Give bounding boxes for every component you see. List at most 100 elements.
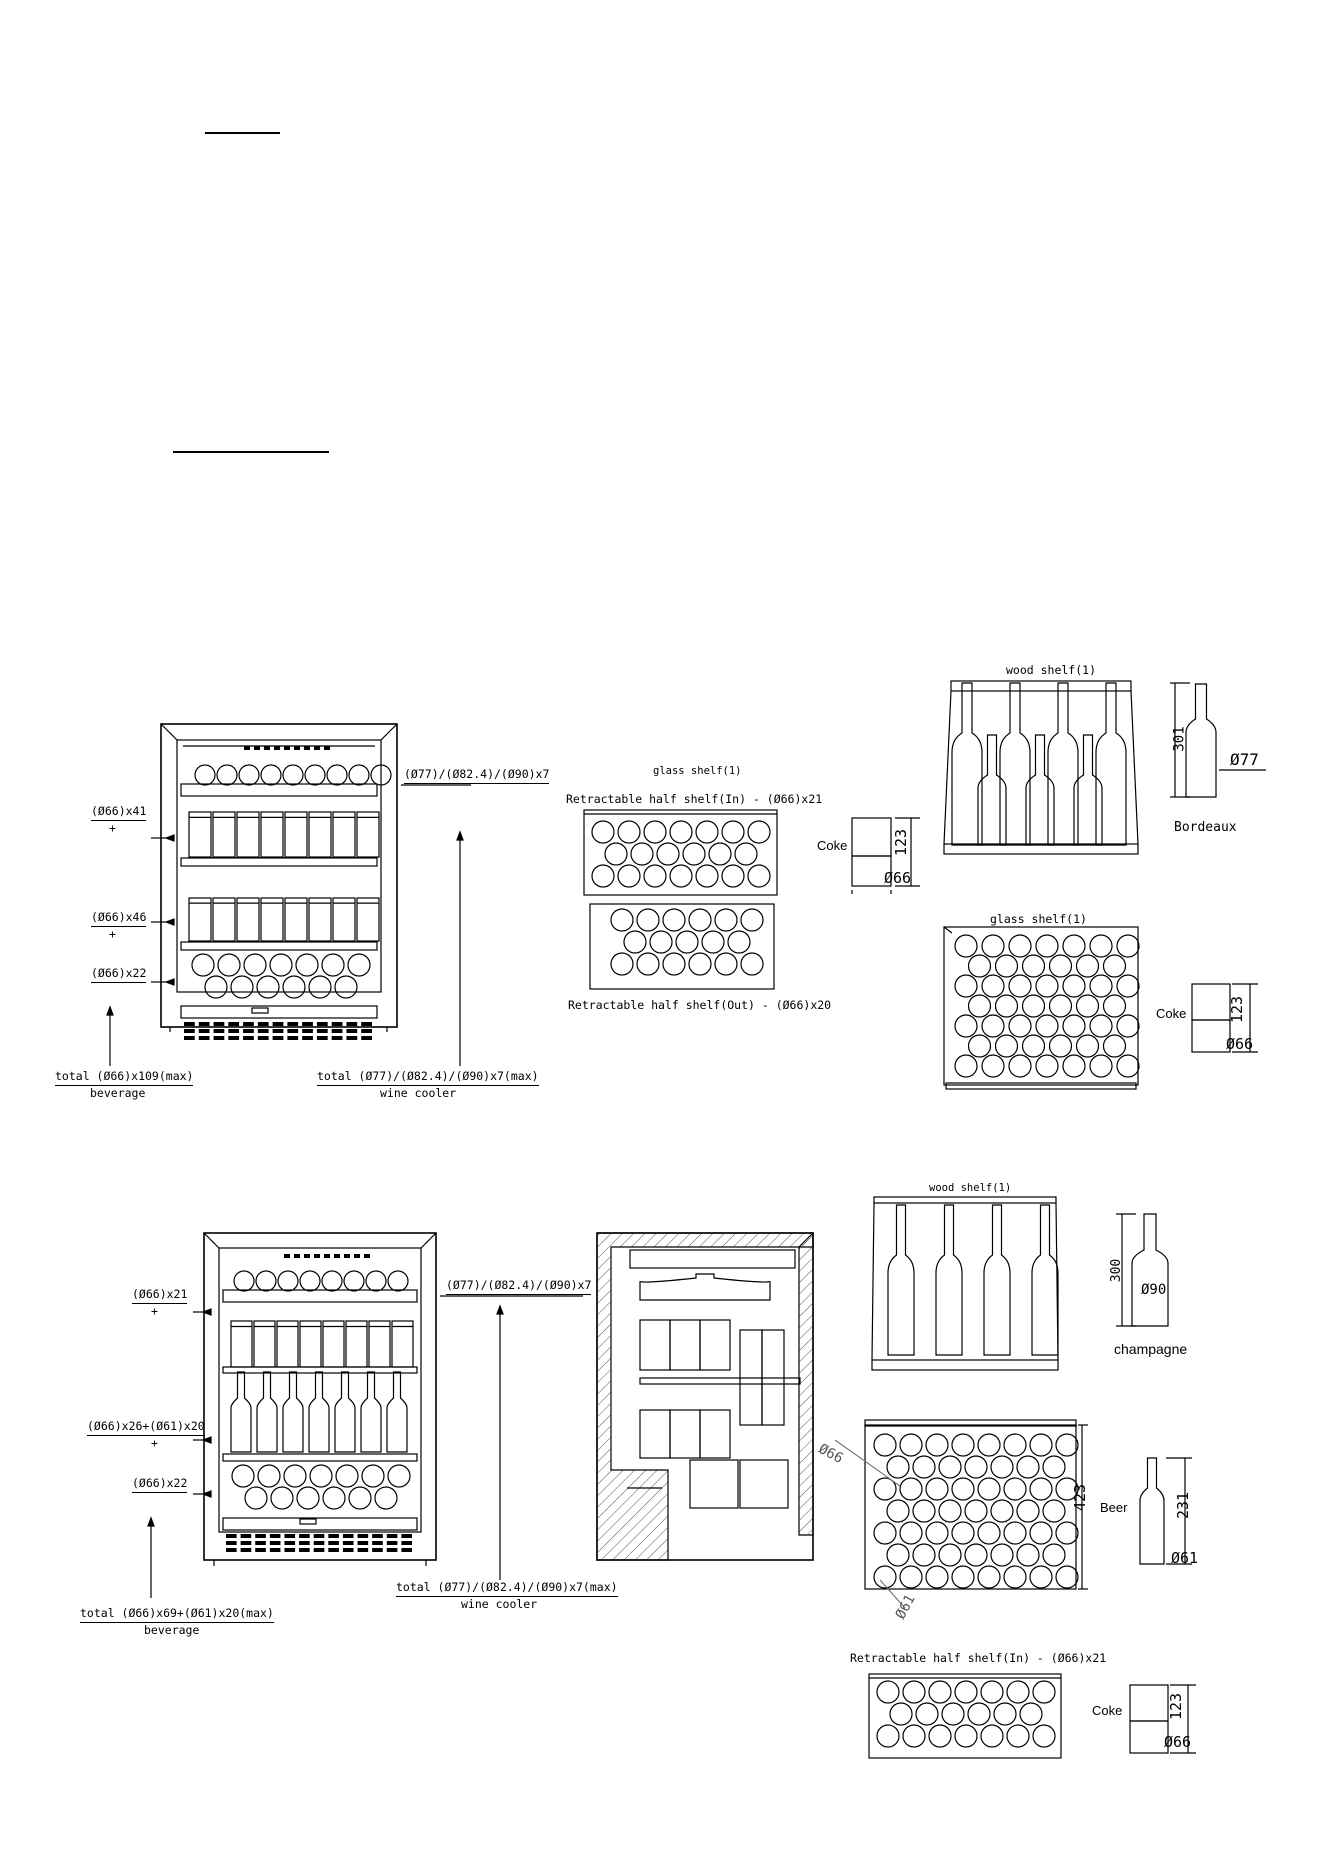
a-glass2-can — [1062, 934, 1086, 958]
b-wood-left-edge — [871, 1202, 875, 1361]
a-control-button — [324, 746, 330, 750]
b-bottom-can-end — [374, 1486, 398, 1510]
b-vent — [284, 1548, 296, 1552]
a-control-button — [294, 746, 300, 750]
b-half-in-can — [1006, 1724, 1030, 1748]
a-wine-caption: wine cooler — [380, 1086, 457, 1100]
a-control-button — [254, 746, 260, 750]
a-vent — [361, 1036, 372, 1040]
b-glass-rail — [864, 1419, 1077, 1427]
a-bordeaux-bottle — [1185, 683, 1217, 798]
b-glass-can — [1003, 1565, 1027, 1589]
b-glass-can — [938, 1543, 962, 1567]
a-control-button — [304, 746, 310, 750]
a-vent — [331, 1029, 343, 1033]
b-half-in-can — [902, 1724, 926, 1748]
a-vent — [302, 1022, 313, 1026]
a-half-out-can — [662, 952, 686, 976]
b-vent — [284, 1541, 296, 1545]
a-vent — [257, 1022, 269, 1026]
a-glass2-shelf — [943, 926, 1139, 1086]
b-glass-can — [990, 1543, 1014, 1567]
b-half-in-can — [928, 1680, 952, 1704]
a-coke2-bottom — [1191, 1019, 1231, 1053]
a-can-row1 — [308, 811, 332, 858]
a-glass2-can — [1008, 974, 1032, 998]
a-top-bottle-end — [194, 764, 216, 786]
a-glass2-can — [1021, 954, 1046, 978]
a-half-in-can — [643, 820, 667, 844]
a-glass2-can — [1102, 1034, 1127, 1058]
b-fridge-corner-tl — [203, 1232, 220, 1249]
b-shelf-height: 423 — [1071, 1483, 1090, 1512]
b-glass-can — [886, 1499, 910, 1523]
a-half-in-can — [721, 864, 745, 888]
b-shelf-rail-1 — [222, 1289, 418, 1303]
a-bottom-can-end — [334, 975, 358, 999]
b-glass-can — [964, 1455, 988, 1479]
a-glass2-can — [1008, 1014, 1032, 1038]
b-vent — [372, 1534, 383, 1538]
b-glass-can — [1055, 1477, 1079, 1501]
b-glass-can — [951, 1433, 975, 1457]
a-top-bottle-end — [216, 764, 238, 786]
b-half-in-can — [1019, 1702, 1043, 1726]
a-half-out-can — [636, 952, 660, 976]
a-half-out-can — [714, 952, 738, 976]
b-vent — [357, 1541, 369, 1545]
a-shelf-rail-2 — [180, 857, 378, 867]
b-bottom-can-end — [296, 1486, 320, 1510]
b-vent — [255, 1534, 266, 1538]
b-can-row — [368, 1320, 391, 1368]
b-glass-can — [977, 1477, 1001, 1501]
a-glass2-can — [1089, 1014, 1113, 1038]
a-bottom-can-end — [321, 953, 345, 977]
b-glass-shelf — [864, 1424, 1077, 1590]
b-vent — [313, 1548, 325, 1552]
b-half-in-can — [1032, 1680, 1056, 1704]
a-vent — [331, 1022, 343, 1026]
b-section-can1 — [639, 1319, 671, 1371]
b-glass-can — [1029, 1477, 1053, 1501]
a-arrow-l3-head — [164, 978, 175, 986]
a-coke-label: Coke — [817, 838, 848, 853]
a-vent — [213, 1022, 225, 1026]
a-control-button — [314, 746, 320, 750]
a-can-row2 — [188, 897, 212, 942]
b-vent — [299, 1534, 310, 1538]
b-glass-can — [938, 1499, 962, 1523]
b-vent — [226, 1548, 237, 1552]
b-vent — [357, 1548, 369, 1552]
b-glass-can — [912, 1543, 936, 1567]
a-vent — [198, 1022, 210, 1026]
b-left-plus-2: + — [151, 1436, 158, 1450]
a-glass2-can — [1021, 1034, 1046, 1058]
a-bottom-can-end — [191, 953, 215, 977]
a-bottom-can-end — [256, 975, 280, 999]
a-coke2-height: 123 — [1228, 995, 1247, 1024]
heading-underline-2 — [173, 451, 329, 453]
a-wood-bottle-down — [1095, 682, 1127, 846]
a-bottom-can-end — [295, 953, 319, 977]
b-wood-bottle — [983, 1204, 1011, 1356]
a-bottom-can-end — [230, 975, 254, 999]
b-can-row — [230, 1320, 253, 1368]
a-vent — [257, 1029, 269, 1033]
b-coke-diameter: Ø66 — [1164, 1733, 1192, 1751]
a-glass2-can — [967, 994, 992, 1018]
a-bordeaux-height: 301 — [1171, 726, 1188, 752]
a-bottom-can-end — [282, 975, 306, 999]
b-total-wine: total (Ø77)/(Ø82.4)/(Ø90)x7(max) — [396, 1581, 618, 1597]
a-wood-bottle-up — [977, 734, 1007, 846]
b-glass-can — [1003, 1477, 1027, 1501]
a-vent — [302, 1036, 313, 1040]
a-right-label: (Ø77)/(Ø82.4)/(Ø90)x7 — [404, 768, 550, 784]
a-glass-shelf2-caption: glass shelf(1) — [990, 912, 1087, 926]
a-can-row1 — [356, 811, 380, 858]
b-glass-can — [1016, 1499, 1040, 1523]
a-glass2-can — [1075, 954, 1100, 978]
a-glass2-can — [967, 1034, 992, 1058]
a-half-out-can — [636, 908, 660, 932]
b-vent — [342, 1534, 354, 1538]
